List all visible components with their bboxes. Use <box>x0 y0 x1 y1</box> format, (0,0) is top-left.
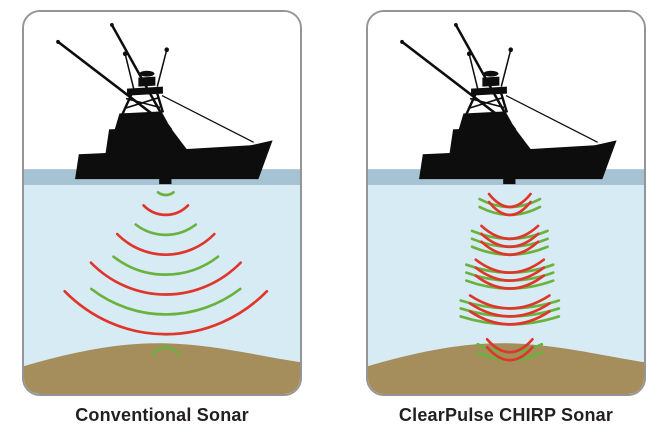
seabed <box>24 343 300 394</box>
sonar-waves-conventional <box>63 191 269 356</box>
wave-arc-red <box>480 224 540 240</box>
wave-arc-red <box>480 240 540 256</box>
wave-arc-green <box>156 191 175 197</box>
wave-arc-red <box>474 258 546 274</box>
conventional-sonar-illustration <box>24 12 300 394</box>
chirp-sonar-label: ClearPulse CHIRP Sonar <box>398 405 614 425</box>
wave-arc-red <box>63 289 269 336</box>
wave-arc-red <box>468 294 551 310</box>
wave-arc-red <box>487 200 532 217</box>
sonar-waves-chirp <box>459 192 561 362</box>
wave-arc-green <box>112 255 220 276</box>
wave-arc-red <box>468 302 551 318</box>
wave-arc-red <box>480 232 540 248</box>
chirp-pulse-cluster <box>470 224 549 257</box>
wave-arc-red <box>474 274 546 290</box>
chirp-pulse-cluster <box>459 294 561 326</box>
wave-arc-red <box>115 232 216 257</box>
chirp-seabed-echo-cluster <box>476 337 544 362</box>
chirp-pulse-cluster <box>465 258 555 290</box>
panel-conventional-sonar <box>22 10 302 396</box>
panel-row <box>22 10 646 396</box>
chirp-sonar-illustration <box>368 12 644 394</box>
wave-arc-green <box>90 287 242 316</box>
wave-arc-red <box>485 345 534 362</box>
caption-row: Conventional Sonar ClearPulse CHIRP Sona… <box>0 405 668 426</box>
wave-arc-red <box>142 204 190 217</box>
seabed-echo-arc <box>151 345 181 356</box>
wave-arc-red <box>485 337 534 354</box>
wave-arc-red <box>468 310 551 326</box>
chirp-pulse-cluster <box>478 192 542 217</box>
seabed <box>368 343 644 394</box>
wave-arc-red <box>474 266 546 282</box>
wave-arc-red <box>487 192 532 209</box>
wave-arc-red <box>89 261 242 296</box>
conventional-sonar-label: Conventional Sonar <box>75 405 249 425</box>
wave-arc-green <box>134 223 198 237</box>
panel-chirp-sonar <box>366 10 646 396</box>
